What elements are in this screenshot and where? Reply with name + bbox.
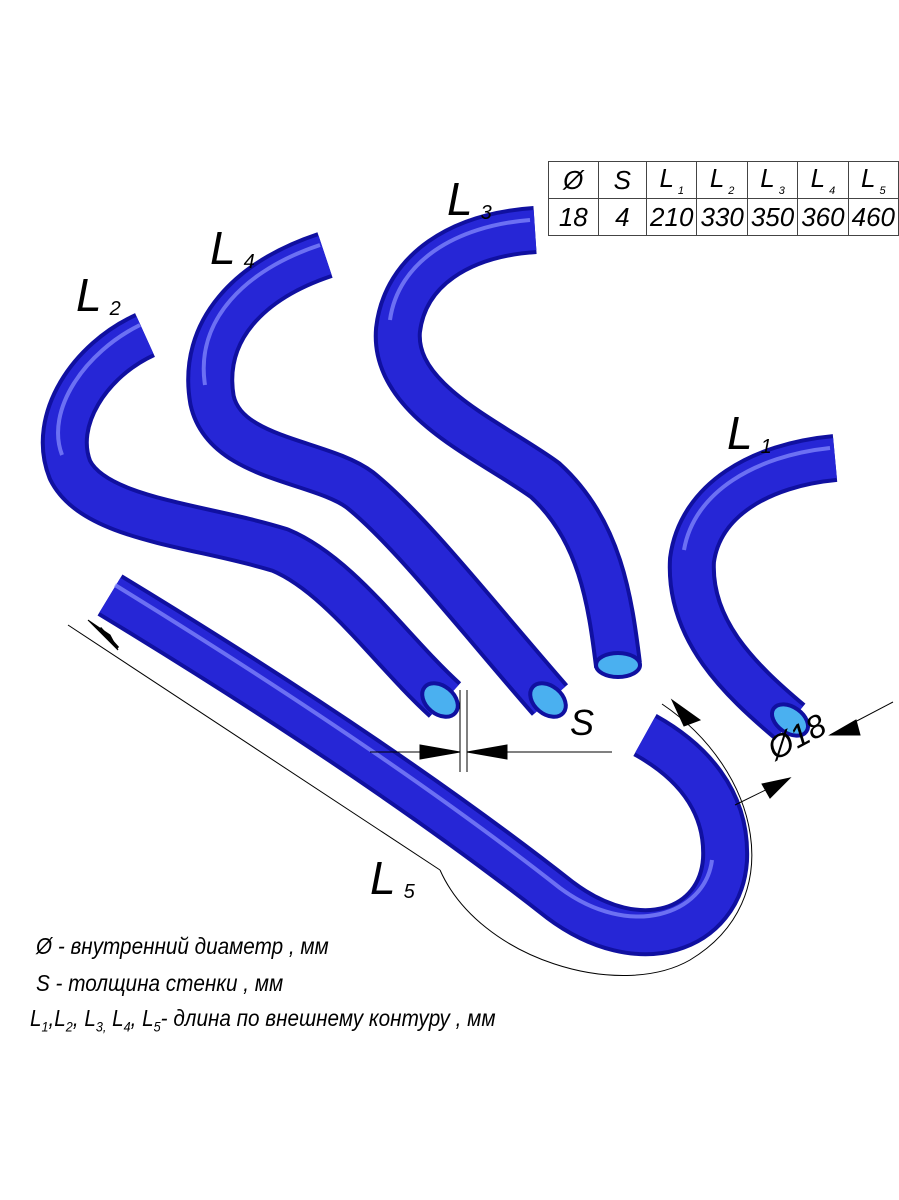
spec-value-l4: 360 — [797, 198, 849, 236]
legend-length: L1,L2, L3, L4, L5- длина по внешнему кон… — [30, 1005, 496, 1035]
legend-diameter: Ø - внутренний диаметр , мм — [36, 933, 329, 959]
label-l3-sub: 3 — [480, 202, 492, 224]
spec-value-l1: 210 — [646, 198, 698, 236]
spec-header-wall: S — [597, 161, 648, 199]
label-l1-sub: 1 — [760, 436, 772, 458]
label-l5-sub: 5 — [403, 881, 415, 903]
label-wall-thickness: S — [570, 702, 595, 743]
hose-l5 — [97, 574, 750, 957]
label-l2-sub: 2 — [109, 298, 121, 320]
label-l2-main: L — [76, 269, 102, 321]
label-l3-main: L — [447, 173, 473, 225]
spec-value-wall: 4 — [597, 198, 648, 236]
spec-header-diameter: Ø — [548, 161, 599, 199]
hose-openings — [420, 651, 811, 738]
spec-value-l5: 460 — [847, 198, 899, 236]
legend-wall: S - толщина стенки , мм — [36, 970, 284, 996]
spec-value-diameter: 18 — [548, 198, 599, 236]
hose-l2 — [40, 313, 462, 718]
label-l4-main: L — [210, 222, 236, 274]
label-l5-main: L — [370, 852, 396, 904]
hose-l3 — [373, 206, 642, 668]
dimension-lines — [67, 619, 894, 977]
spec-value-row: 18 4 210 330 350 360 460 — [548, 198, 899, 236]
hose-l4 — [186, 232, 569, 716]
label-l1-main: L — [727, 407, 753, 459]
label-l4-sub: 4 — [243, 251, 255, 273]
hose-l1 — [667, 434, 838, 741]
spec-value-l3: 350 — [746, 198, 799, 236]
spec-value-l2: 330 — [696, 198, 748, 236]
